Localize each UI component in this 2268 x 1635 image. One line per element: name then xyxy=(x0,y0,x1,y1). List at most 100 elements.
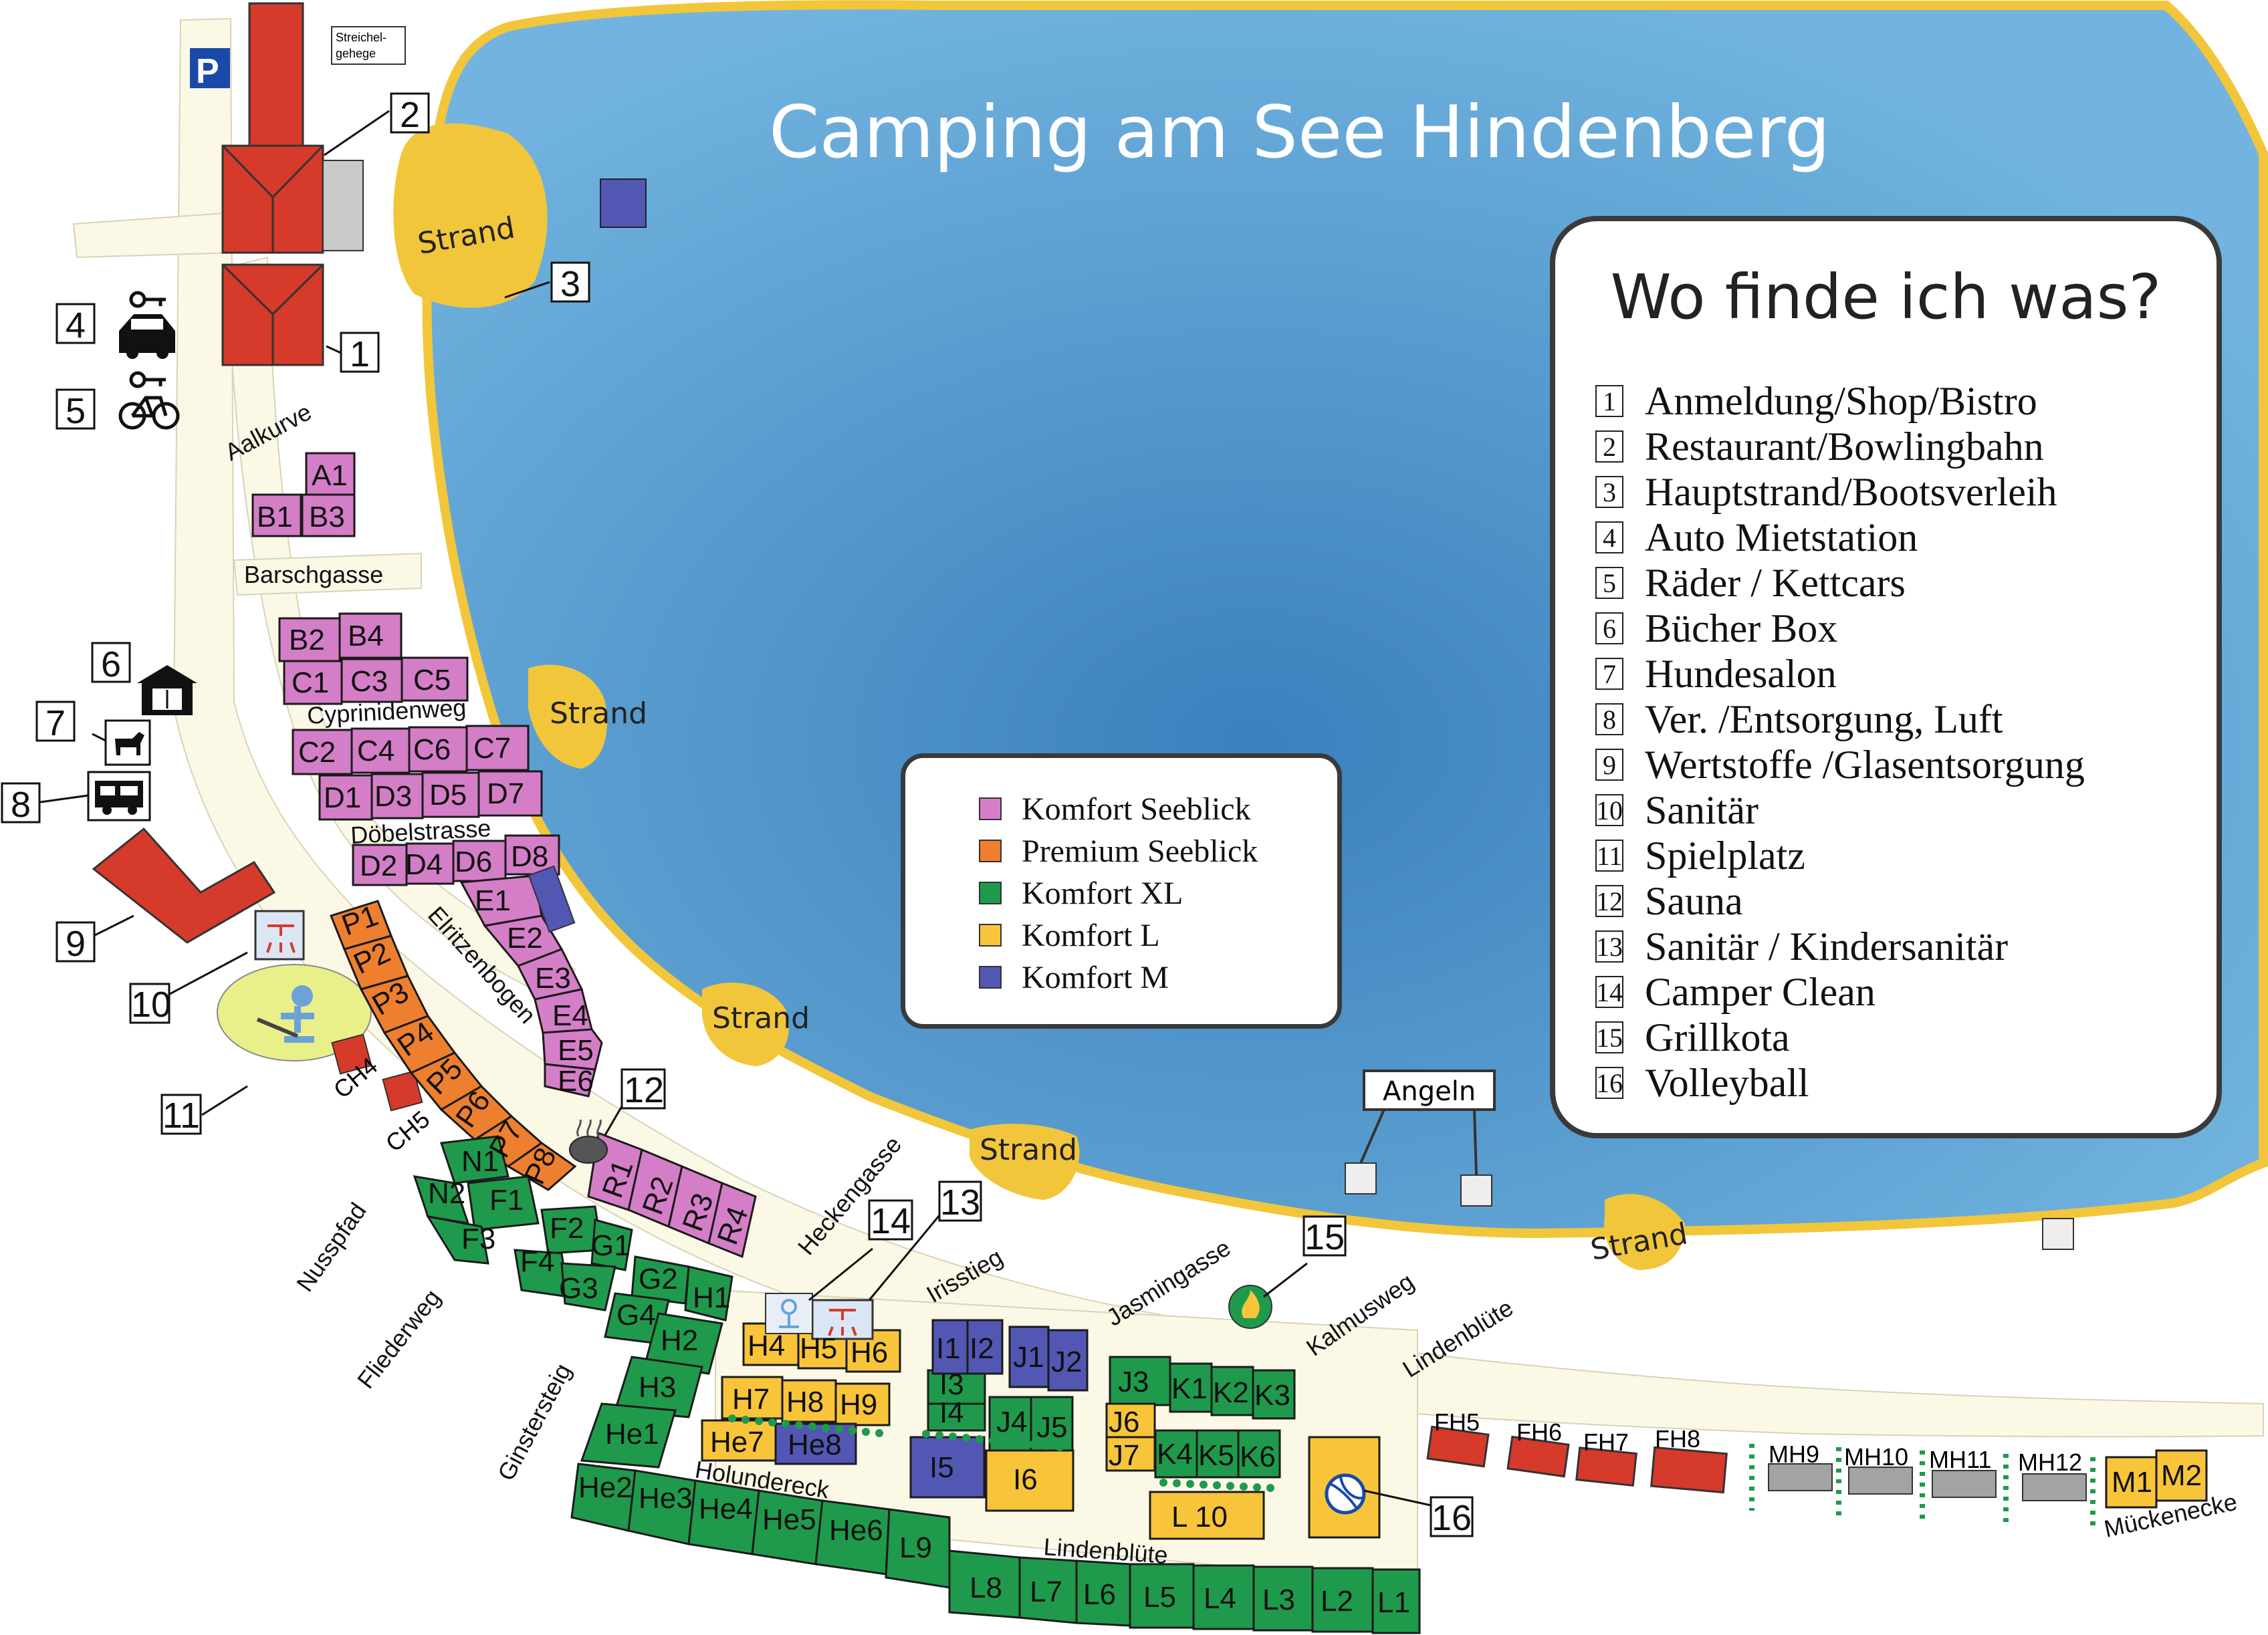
legend-num: 10 xyxy=(1595,794,1623,826)
plot-M2[interactable] xyxy=(2155,1449,2208,1502)
marker-9[interactable] xyxy=(55,921,96,963)
plot-K6[interactable] xyxy=(1237,1429,1281,1479)
swatch-komfort-xl xyxy=(979,882,1002,904)
plot-J2[interactable] xyxy=(1047,1329,1089,1392)
plot-D2[interactable] xyxy=(352,844,408,886)
marker-16-text: 16 xyxy=(1432,1498,1472,1538)
plot-C7[interactable] xyxy=(465,725,530,771)
plot-J6[interactable] xyxy=(1105,1402,1156,1438)
plot-C6[interactable] xyxy=(408,726,468,773)
house-FH7[interactable] xyxy=(1575,1447,1637,1487)
legend-num: 3 xyxy=(1595,476,1623,508)
plot-H1[interactable] xyxy=(684,1265,733,1322)
plot-I4[interactable] xyxy=(927,1402,986,1432)
plot-L10[interactable] xyxy=(1149,1491,1265,1540)
plot-G1[interactable] xyxy=(590,1219,633,1271)
plot-E6[interactable] xyxy=(544,1063,596,1098)
marker-5[interactable] xyxy=(55,388,96,430)
plot-R4[interactable] xyxy=(707,1181,757,1259)
plot-label: He8 xyxy=(788,1428,842,1461)
strand-label-4: Strand xyxy=(980,1133,1077,1167)
plot-K3[interactable] xyxy=(1252,1369,1296,1420)
marker-3[interactable] xyxy=(550,261,590,303)
marker-11[interactable] xyxy=(160,1094,202,1135)
plot-H7[interactable] xyxy=(721,1376,784,1420)
plot-H9[interactable] xyxy=(834,1382,891,1426)
marker-8[interactable] xyxy=(1,782,41,824)
marker-7[interactable] xyxy=(35,701,76,742)
house-MH9[interactable] xyxy=(1768,1463,1833,1491)
plot-I6[interactable] xyxy=(985,1449,1074,1512)
plot-I2[interactable] xyxy=(966,1319,1004,1375)
road-west-spur xyxy=(72,211,235,259)
plot-B3[interactable] xyxy=(301,493,356,537)
plot-F3[interactable] xyxy=(425,1215,489,1265)
plot-He1[interactable] xyxy=(580,1402,677,1469)
plot-H3[interactable] xyxy=(614,1356,703,1418)
marker-15[interactable] xyxy=(1302,1215,1347,1257)
marker-16[interactable] xyxy=(1430,1496,1474,1537)
plot-He7[interactable] xyxy=(701,1419,777,1462)
plot-label: F2 xyxy=(550,1212,584,1245)
plot-I3[interactable] xyxy=(927,1369,986,1405)
house-FH5[interactable] xyxy=(1426,1425,1490,1468)
house-MH12[interactable] xyxy=(2022,1473,2087,1501)
category-legend: Komfort Seeblick Premium Seeblick Komfor… xyxy=(901,753,1342,1029)
plot-B4[interactable] xyxy=(338,612,403,659)
plot-J3[interactable] xyxy=(1109,1356,1171,1406)
plot-label: H3 xyxy=(639,1371,676,1404)
plot-C1[interactable] xyxy=(283,660,343,705)
plot-J7[interactable] xyxy=(1105,1436,1156,1472)
plot-P8[interactable] xyxy=(506,1142,577,1191)
plot-K2[interactable] xyxy=(1210,1366,1254,1416)
legend-text: Bücher Box xyxy=(1645,606,1838,650)
marker-14[interactable] xyxy=(868,1199,913,1241)
plot-J1[interactable] xyxy=(1008,1326,1050,1388)
marker-1[interactable] xyxy=(340,332,380,373)
plot-H2[interactable] xyxy=(644,1312,723,1375)
plot-L1[interactable] xyxy=(1371,1568,1421,1634)
plot-label: L4 xyxy=(1204,1582,1236,1615)
plot-C5[interactable] xyxy=(401,656,469,702)
plot-D5[interactable] xyxy=(421,771,480,818)
marker-10[interactable] xyxy=(129,983,171,1024)
plot-D1[interactable] xyxy=(318,774,373,821)
house-FH6[interactable] xyxy=(1506,1435,1570,1478)
plot-D7[interactable] xyxy=(477,770,543,817)
plot-label: J4 xyxy=(996,1406,1027,1438)
house-MH10[interactable] xyxy=(1848,1467,1913,1495)
plot-label: I4 xyxy=(939,1396,964,1429)
marker-13[interactable] xyxy=(938,1180,982,1222)
road-main xyxy=(173,17,2264,1438)
plot-K5[interactable] xyxy=(1196,1429,1240,1479)
legend-text: Wertstoffe /Glasentsorgung xyxy=(1645,742,2085,787)
plot-label: B2 xyxy=(289,624,325,656)
plot-C4[interactable] xyxy=(350,727,411,774)
plot-L2[interactable] xyxy=(1311,1567,1374,1633)
marker-2[interactable] xyxy=(390,92,430,134)
marker-6[interactable] xyxy=(91,642,131,683)
plot-B1[interactable] xyxy=(251,493,302,537)
plot-I5[interactable] xyxy=(909,1436,986,1499)
marker-12[interactable] xyxy=(620,1068,666,1110)
plot-E5[interactable] xyxy=(542,1028,603,1071)
house-MH11[interactable] xyxy=(1932,1470,1997,1498)
plot-label: K4 xyxy=(1157,1438,1193,1471)
strand-label-3: Strand xyxy=(712,1001,810,1035)
plot-H8[interactable] xyxy=(781,1379,837,1423)
plot-L4[interactable] xyxy=(1192,1564,1255,1630)
plot-N1[interactable] xyxy=(439,1135,509,1184)
plot-label: H2 xyxy=(661,1324,698,1357)
plot-C3[interactable] xyxy=(340,658,403,703)
marker-4[interactable] xyxy=(55,303,96,344)
plot-G3[interactable] xyxy=(560,1262,616,1311)
plot-D4[interactable] xyxy=(405,842,455,885)
plot-F1[interactable] xyxy=(467,1175,540,1231)
house-FH8[interactable] xyxy=(1650,1446,1728,1494)
plot-K4[interactable] xyxy=(1154,1429,1198,1479)
legend-title: Wo finde ich was? xyxy=(1610,261,2162,333)
legend-text: Hundesalon xyxy=(1645,651,1837,696)
plot-K1[interactable] xyxy=(1169,1362,1213,1413)
plot-I1[interactable] xyxy=(931,1319,969,1375)
